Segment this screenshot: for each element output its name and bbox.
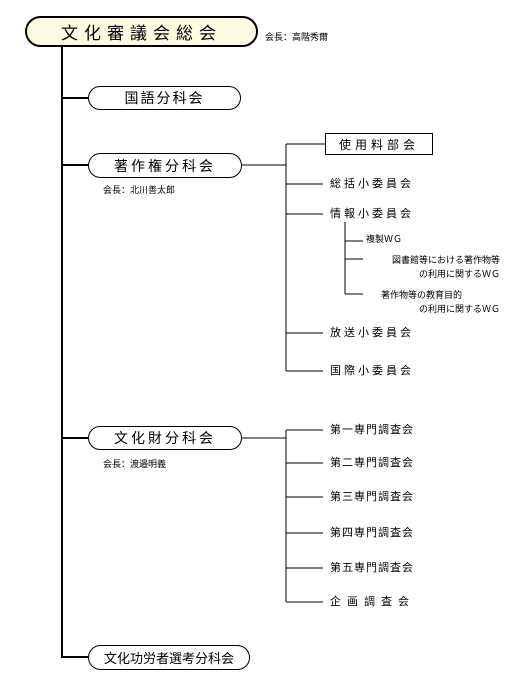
reproduction-wg-label: 複製ＷＧ bbox=[366, 235, 403, 245]
education-use-wg-label: 著作物等の教育目的 の利用に関するＷＧ bbox=[381, 289, 500, 317]
royalty-division-title: 使用料部会 bbox=[338, 137, 419, 152]
general-assembly-box: 文化審議会総会 bbox=[25, 16, 258, 47]
cultural-merit-subcommittee-box: 文化功労者選考分科会 bbox=[88, 645, 250, 670]
copyright-subcommittee-box: 著作権分科会 bbox=[88, 153, 242, 178]
education-use-wg-line1: 著作物等の教育目的 bbox=[380, 291, 462, 301]
cultural-property-subcommittee-box: 文化財分科会 bbox=[88, 426, 242, 450]
expert-committee-2-label: 第二専門調査会 bbox=[330, 456, 414, 469]
expert-committee-4-label: 第四専門調査会 bbox=[330, 526, 414, 539]
cultural-property-subcommittee-chair: 会長：渡邉明義 bbox=[103, 460, 167, 470]
general-assembly-chair: 会長：高階秀爾 bbox=[265, 33, 329, 43]
copyright-subcommittee-chair: 会長：北川善太郎 bbox=[103, 186, 176, 196]
expert-committee-3-label: 第三専門調査会 bbox=[330, 490, 414, 503]
kokugo-subcommittee-title: 国語分科会 bbox=[124, 91, 205, 107]
education-use-wg-line2: の利用に関するＷＧ bbox=[418, 305, 500, 315]
broadcasting-subcommittee-label: 放送小委員会 bbox=[330, 326, 414, 339]
expert-committee-1-label: 第一専門調査会 bbox=[330, 423, 414, 436]
library-use-wg-line1: 図書館等における著作物等 bbox=[391, 256, 500, 266]
kokugo-subcommittee-box: 国語分科会 bbox=[88, 86, 241, 110]
cultural-property-subcommittee-title: 文化財分科会 bbox=[114, 431, 216, 447]
international-subcommittee-label: 国際小委員会 bbox=[330, 364, 414, 377]
planning-committee-label: 企画調査会 bbox=[330, 595, 415, 608]
general-subcommittee-label: 総括小委員会 bbox=[330, 177, 414, 190]
copyright-subcommittee-title: 著作権分科会 bbox=[114, 158, 216, 175]
general-assembly-title: 文化審議会総会 bbox=[61, 24, 222, 44]
royalty-division-box: 使用料部会 bbox=[325, 133, 433, 155]
cultural-merit-subcommittee-title: 文化功労者選考分科会 bbox=[103, 652, 234, 667]
information-subcommittee-label: 情報小委員会 bbox=[330, 207, 414, 220]
library-use-wg-line2: の利用に関するＷＧ bbox=[418, 270, 500, 280]
expert-committee-5-label: 第五専門調査会 bbox=[330, 561, 414, 574]
library-use-wg-label: 図書館等における著作物等 の利用に関するＷＧ bbox=[392, 254, 500, 282]
